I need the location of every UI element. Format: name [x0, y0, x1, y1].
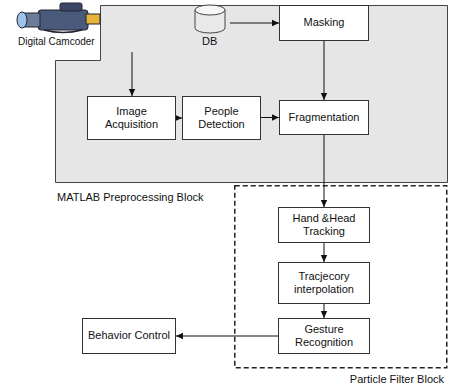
flow-arrow: [176, 336, 278, 337]
camera-viewfinder: [60, 3, 82, 11]
box-label: Fragmentation: [289, 111, 360, 124]
flow-arrow: [324, 243, 325, 262]
region-label: Particle Filter Block: [350, 373, 444, 386]
flow-arrow: [132, 52, 133, 96]
flow-arrow: [324, 304, 325, 318]
flow-arrow: [324, 41, 325, 100]
region-fill: [56, 6, 448, 183]
box-label: Image Acquisition: [92, 105, 171, 131]
database-cylinder: [190, 3, 230, 35]
cylinder-top: [195, 5, 225, 15]
camera-body: [38, 10, 88, 30]
box-label: Tracjecory interpolation: [283, 270, 365, 296]
process-box: Behavior Control: [82, 318, 176, 354]
database-label: DB: [202, 35, 217, 48]
camcorder-icon: Digital Camcoder: [8, 0, 140, 52]
flow-arrow: [324, 135, 325, 207]
process-box: People Detection: [182, 96, 261, 140]
process-box: Image Acquisition: [87, 96, 176, 140]
camcorder-icon: [8, 0, 108, 36]
process-box: Tracjecory interpolation: [278, 262, 370, 304]
particle-filter-region: Particle Filter Block Hand &Head Tracking…: [234, 185, 448, 390]
preprocessing-region: MATLAB Preprocessing Block DB MaskingImage…: [55, 5, 448, 213]
box-label: People Detection: [187, 105, 256, 131]
process-box: Masking: [279, 5, 369, 41]
box-label: Behavior Control: [88, 329, 170, 342]
flow-arrow: [230, 23, 279, 24]
box-label: Gesture Recognition: [283, 323, 365, 349]
process-box: Fragmentation: [279, 100, 369, 135]
database-cylinder: DB: [190, 3, 230, 49]
process-box: Gesture Recognition: [278, 318, 370, 354]
box-label: Masking: [304, 16, 345, 29]
process-box: Hand &Head Tracking: [278, 207, 370, 243]
region-label: MATLAB Preprocessing Block: [57, 191, 204, 204]
camera-lens: [17, 12, 27, 28]
flow-arrow: [261, 117, 279, 118]
camera-strap: [44, 30, 82, 33]
box-label: Hand &Head Tracking: [283, 212, 365, 238]
device-label: Digital Camcoder: [18, 36, 95, 48]
camera-screen: [86, 14, 100, 24]
dashed-border: [235, 186, 447, 368]
